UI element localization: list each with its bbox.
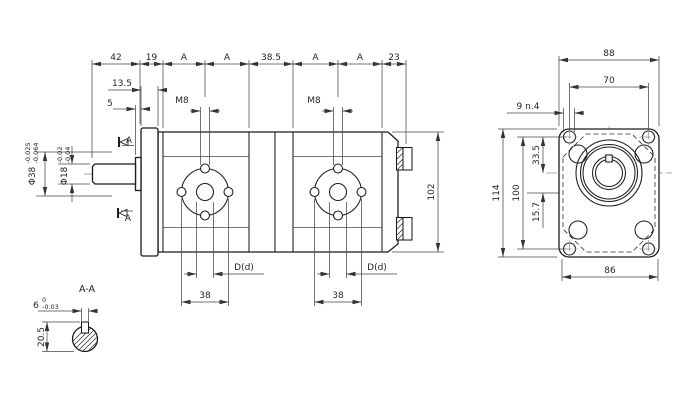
dim-mount-holes: 9 n.4 [507, 102, 584, 132]
front-flange [140, 127, 159, 257]
port-boss-bottom [395, 216, 413, 241]
dim-label: 38 [332, 291, 344, 301]
tolerance-upper: -0.02 [56, 147, 64, 164]
section-title: A-A [79, 284, 96, 295]
side-view: 88 70 9 n.4 114 100 [492, 49, 672, 281]
dim-label: 102 [427, 183, 437, 200]
tolerance-lower: -0.03 [42, 303, 59, 311]
dim-label: A [224, 53, 231, 63]
dim-label: 86 [604, 266, 616, 276]
section-label: A [126, 136, 133, 146]
key-section [80, 321, 90, 334]
dim-shaft-offset: 33.5 [532, 137, 546, 173]
dim-port-1: D(d) 38 [181, 199, 264, 306]
drive-shaft [91, 163, 137, 185]
bolt-pattern-2 [309, 163, 367, 221]
dim-label: 13.5 [112, 79, 132, 89]
dim-label: A [181, 53, 188, 63]
dim-hole-span-h: 70 [569, 76, 649, 130]
dim-flange-width: 88 [558, 49, 660, 126]
dim-center-offset: 15.7 [532, 193, 546, 228]
dim-label: 38 [199, 291, 211, 301]
dim-label: 9 n.4 [517, 102, 540, 112]
shaft-step [134, 156, 142, 192]
section-arrow-icon [118, 137, 129, 147]
dim-label: 88 [603, 49, 615, 59]
dim-label: D(d) [367, 263, 387, 273]
section-arrow-bottom: A [117, 208, 133, 224]
dim-label: 70 [603, 76, 615, 86]
dim-flange-thickness: 13.5 [108, 79, 167, 126]
body-hidden-contour [562, 133, 656, 253]
mounting-holes [560, 128, 658, 258]
dim-label: M8 [307, 96, 321, 106]
dim-port-2: D(d) 38 [314, 199, 397, 306]
dim-body-width: 86 [561, 259, 659, 281]
dim-label: 38.5 [261, 53, 281, 63]
dim-chain: 42 19 A A 38.5 A A 23 [91, 53, 407, 158]
dim-label: M8 [175, 96, 189, 106]
port-boss-top [395, 146, 413, 171]
dim-label: 33.5 [532, 145, 542, 165]
dim-label: 114 [492, 184, 502, 201]
section-arrow-top: A [118, 136, 134, 147]
dim-label: Φ18 [60, 166, 70, 185]
dim-label: 5 [107, 99, 113, 109]
dim-shaft-step: 5 [107, 99, 150, 155]
section-label: A [125, 214, 132, 224]
dim-label: Φ38 [28, 166, 38, 185]
tolerance-upper: 0 [42, 296, 46, 304]
dim-spigot-dia: Φ38 -0.025 -0.064 [24, 143, 112, 197]
shaft-boss [575, 139, 643, 207]
keyway-slot [605, 154, 613, 163]
tolerance-lower: -0.064 [32, 143, 40, 164]
dim-body-height: 102 [392, 131, 444, 253]
dim-label: A [357, 53, 364, 63]
tolerance-upper: -0.025 [24, 143, 32, 164]
dim-key-height: 20.5 [37, 321, 80, 352]
thread-callout-1: M8 [175, 96, 220, 165]
dim-label: 20.5 [37, 327, 47, 347]
thread-callout-2: M8 [307, 96, 353, 165]
dim-shaft-dia: Φ18 -0.02 -0.04 [56, 146, 90, 202]
dim-label: A [312, 53, 319, 63]
dim-label: 42 [110, 53, 121, 63]
dim-label: 100 [512, 184, 522, 201]
dim-flange-height: 114 [492, 128, 557, 258]
section-view-aa: A-A 6 0 -0.03 20.5 [33, 284, 99, 353]
front-view: 42 19 A A 38.5 A A 23 13.5 5 [24, 53, 444, 306]
dim-label: 23 [388, 53, 399, 63]
dim-label: D(d) [234, 263, 254, 273]
dim-key-width: 6 0 -0.03 [33, 296, 98, 321]
dim-label: 19 [146, 53, 158, 63]
dim-label: 15.7 [532, 202, 542, 222]
tolerance-lower: -0.04 [64, 147, 72, 164]
bolt-pattern-1 [176, 163, 234, 221]
dim-label: 6 [33, 301, 39, 311]
